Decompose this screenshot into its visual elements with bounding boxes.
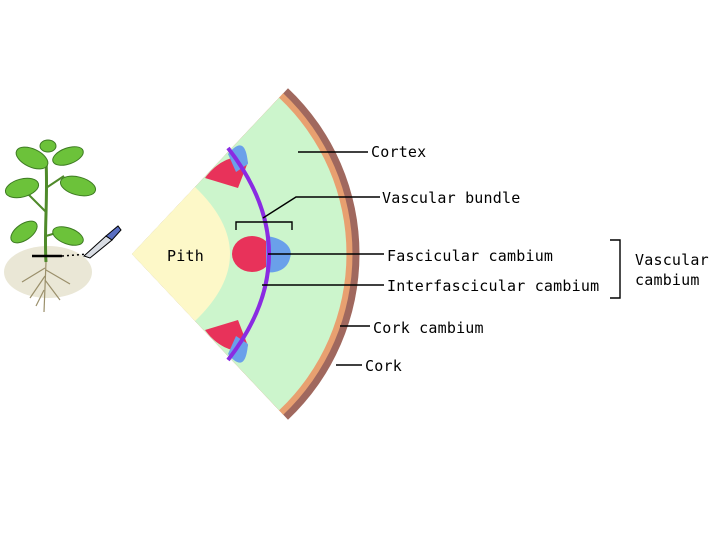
plant-stem [43,159,49,263]
phloem-middle [232,236,272,272]
plant-leaves [4,139,97,246]
soil-mound [4,246,92,298]
vascular-cambium-label-line1: Vascular [635,251,709,269]
vascular-bundle-label: Vascular bundle [382,189,520,207]
plant-roots [21,261,71,313]
fascicular-cambium-label: Fascicular cambium [387,247,553,265]
leader-lines [235,151,621,366]
vascular-bundle-middle [232,236,291,273]
plant-illustration [4,139,122,313]
stem-section [132,88,360,420]
cork-cambium-label: Cork cambium [373,319,484,337]
vascular-cambium-label-line2: cambium [635,271,700,289]
cut-dotted-line [61,253,89,257]
pith-region [132,187,230,321]
interfascicular-cambium-label: Interfascicular cambium [387,277,599,295]
vascular-bundle-bracket [235,221,293,230]
cork-label: Cork [365,357,402,375]
vascular-bundle-leader [262,196,380,219]
vascular-cambium-bracket [610,239,621,299]
pith-label: Pith [167,247,204,265]
scalpel-icon [83,225,122,259]
cortex-label: Cortex [371,143,426,161]
